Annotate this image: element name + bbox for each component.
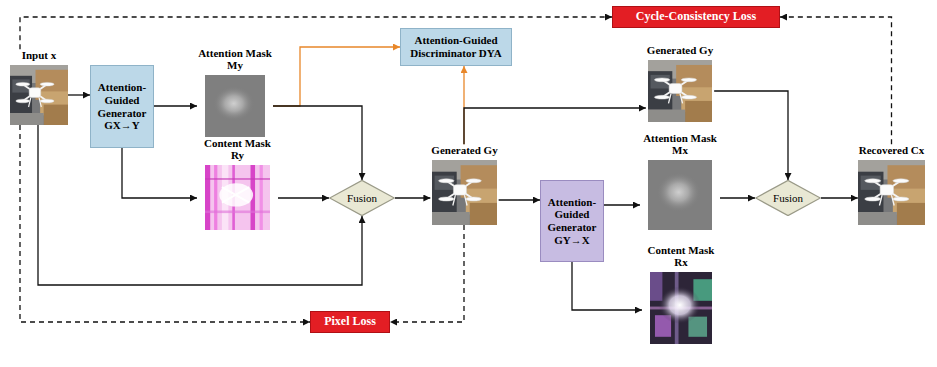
image-panel: Content Mask Rx — [642, 244, 720, 344]
box-label: Attention-Guided Discriminator DYA — [403, 34, 509, 59]
flow-arrow — [273, 106, 362, 180]
flow-arrow — [395, 197, 430, 198]
generated-photo — [432, 160, 497, 225]
attention-mask-image — [648, 160, 712, 230]
box-label: Attention-Guided Generator GY→X — [543, 196, 601, 247]
box-label: Attention-Guided Generator GX→Y — [93, 81, 151, 132]
recovered-photo — [858, 160, 925, 225]
flow-arrow — [720, 197, 755, 198]
content-mask-image — [650, 272, 712, 344]
image-caption: Generated Gy — [430, 144, 498, 157]
generator-box: Attention-Guided Generator GY→X — [540, 180, 604, 262]
image-caption: Content Mask Ry — [197, 137, 278, 162]
image-caption: Input x — [10, 49, 68, 62]
flow-arrow — [572, 262, 642, 310]
loss-connector — [390, 225, 464, 322]
image-caption: Content Mask Rx — [642, 244, 720, 269]
flow-arrow — [278, 197, 329, 198]
attention-mask-image — [205, 75, 265, 137]
loss-connector — [780, 17, 892, 144]
image-panel: Attention Mask Mx — [640, 132, 720, 230]
fusion-diamond: Fusion — [755, 180, 821, 216]
discriminator-arrow — [273, 47, 400, 106]
image-panel: Generated Gy — [646, 44, 714, 122]
flow-arrow — [714, 91, 788, 180]
loss-connector — [20, 17, 612, 49]
flow-arrow — [499, 199, 540, 200]
image-panel: Attention Mask My — [197, 47, 273, 137]
flow-arrow — [122, 148, 197, 198]
fusion-diamond: Fusion — [329, 180, 395, 216]
flow-arrow — [821, 197, 858, 198]
content-mask-image — [205, 165, 270, 230]
image-caption: Generated Gy — [646, 44, 714, 57]
image-panel: Content Mask Ry — [197, 137, 278, 230]
image-caption: Attention Mask My — [197, 47, 273, 72]
flow-arrow — [604, 204, 640, 205]
image-caption: Recovered Cx — [858, 144, 925, 157]
fusion-label: Fusion — [773, 192, 803, 205]
image-caption: Attention Mask Mx — [640, 132, 720, 157]
discriminator-box: Attention-Guided Discriminator DYA — [400, 28, 512, 66]
loss-box: Pixel Loss — [310, 311, 390, 333]
loss-box: Cycle-Consistency Loss — [612, 6, 780, 28]
flow-arrow — [154, 105, 197, 106]
flow-arrow — [38, 125, 362, 285]
image-panel: Generated Gy — [430, 144, 498, 225]
generator-box: Attention-Guided Generator GX→Y — [90, 65, 154, 148]
flow-arrow — [464, 108, 646, 144]
box-label: Cycle-Consistency Loss — [615, 10, 777, 24]
input-photo — [10, 65, 68, 125]
fusion-label: Fusion — [347, 192, 377, 205]
image-panel: Recovered Cx — [858, 144, 925, 225]
flow-arrow — [68, 94, 90, 95]
generated-photo — [648, 60, 712, 122]
loss-connector — [20, 125, 310, 322]
image-panel: Input x — [10, 49, 68, 125]
box-label: Pixel Loss — [313, 315, 387, 329]
